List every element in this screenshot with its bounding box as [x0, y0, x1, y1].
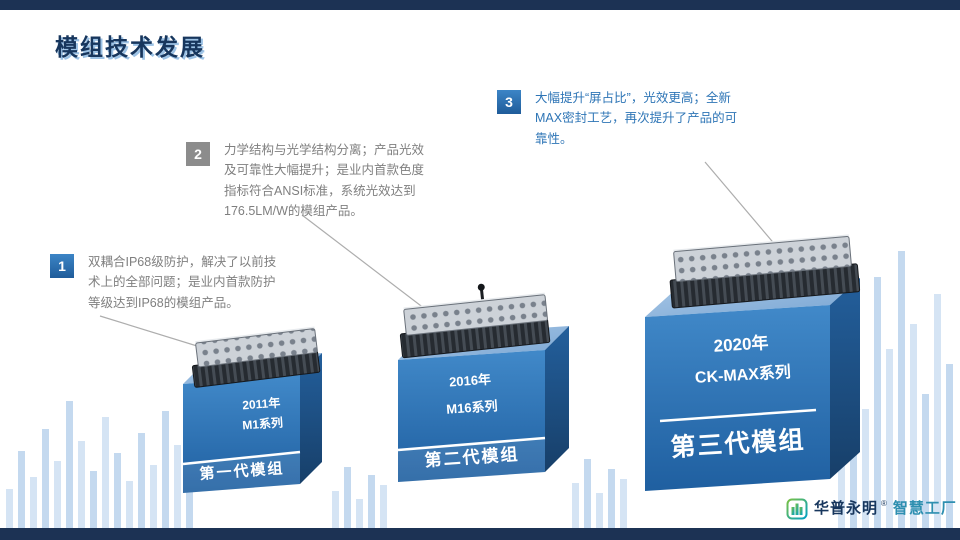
callout-3-text: 大幅提升“屏占比”，光效更高；全新MAX密封工艺，再次提升了产品的可靠性。	[535, 91, 738, 146]
callout-1-badge: 1	[50, 254, 74, 278]
brand-registered-mark: ®	[881, 499, 887, 508]
callout-1-text: 双耦合IP68级防护，解决了以前技术上的全部问题；是业内首款防护等级达到IP68…	[88, 255, 277, 310]
callout-3-badge: 3	[497, 90, 521, 114]
equalizer-bars-decoration	[6, 251, 953, 529]
brand-name: 华普永明	[814, 500, 879, 517]
bottom-bar	[0, 528, 960, 540]
callout-2-text: 力学结构与光学结构分离；产品光效及可靠性大幅提升；是业内首款色度指标符合ANSI…	[224, 143, 425, 218]
module-3-product	[669, 234, 861, 309]
connector-line-3	[704, 161, 778, 248]
top-bar	[0, 0, 960, 10]
module-1-product	[191, 326, 321, 388]
module-2-product	[399, 283, 551, 359]
brand-logo-icon	[786, 498, 808, 520]
brand-suffix: 智慧工厂	[892, 500, 957, 517]
brand-logo: 华普永明 ® 智慧工厂	[786, 498, 957, 520]
callout-1: 1 双耦合IP68级防护，解决了以前技术上的全部问题；是业内首款防护等级达到IP…	[50, 252, 278, 313]
connector-line-1	[99, 315, 211, 351]
module-3-label-block: 2020年 CK-MAX系列	[661, 331, 824, 389]
callout-2: 2 力学结构与光学结构分离；产品光效及可靠性大幅提升；是业内首款色度指标符合AN…	[186, 140, 432, 221]
page-title: 模组技术发展	[55, 34, 205, 60]
callout-3: 3 大幅提升“屏占比”，光效更高；全新MAX密封工艺，再次提升了产品的可靠性。	[497, 88, 745, 149]
callout-2-badge: 2	[186, 142, 210, 166]
